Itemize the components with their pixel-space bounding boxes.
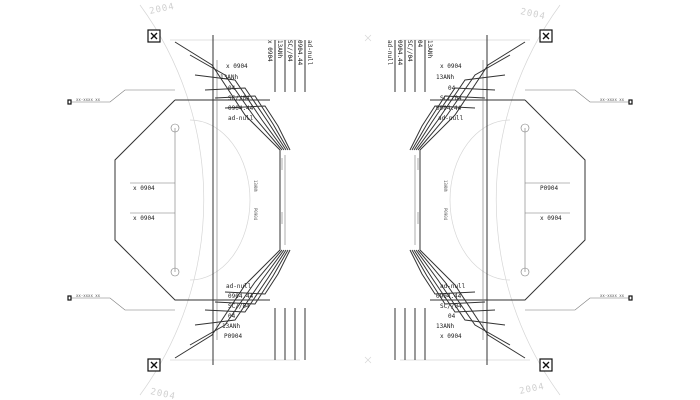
left-lower-code-4: 04 xyxy=(228,313,236,320)
right-upper-code-4: SC//04 xyxy=(440,95,462,102)
svg-text:xx-xxxx xx: xx-xxxx xx xyxy=(76,293,101,298)
left-upper-code-3: 04 xyxy=(228,85,236,92)
right-vert-code-1: ad-null xyxy=(386,40,393,66)
close-marker-tl[interactable] xyxy=(147,29,161,43)
right-upper-code-3: 04 xyxy=(448,85,456,92)
left-upper-code-2: 13ANh xyxy=(220,74,238,81)
left-panel: x 0904 x 0904 xx-xxxx xx xx-xxxx xx xyxy=(67,29,313,372)
left-vert-code-2: 13ANh xyxy=(276,40,283,58)
left-lower-code-1: ad-null xyxy=(226,283,252,290)
right-vert-code-4: 04 xyxy=(416,40,423,48)
right-lower-code-4: 04 xyxy=(448,313,456,320)
svg-text:13ANh: 13ANh xyxy=(443,180,448,193)
close-marker-bl[interactable] xyxy=(147,358,161,372)
close-x-icon xyxy=(542,361,550,369)
right-lower-code-1: ad-null xyxy=(440,283,466,290)
close-x-icon xyxy=(150,32,158,40)
left-upper-code-1: x 0904 xyxy=(226,63,248,70)
left-lower-code-3: SC//04 xyxy=(228,303,250,310)
right-lower-code-2: 0904.44 xyxy=(436,293,462,300)
right-vert-code-5: 13ANh xyxy=(426,40,433,58)
left-lower-code-5: 13ANh xyxy=(222,323,240,330)
close-marker-tr[interactable] xyxy=(539,29,553,43)
left-label-lower: x 0904 xyxy=(133,215,155,222)
right-lower-code-3: SC//04 xyxy=(440,303,462,310)
left-lower-code-2: 0904.44 xyxy=(228,293,254,300)
right-vert-code-2: 0904.44 xyxy=(396,40,403,66)
ring-text-tr: 2004 xyxy=(519,7,546,22)
left-octagon xyxy=(114,99,270,301)
center-ghost-marks xyxy=(364,34,372,364)
svg-text:P0904: P0904 xyxy=(443,208,448,221)
ring-text-bl: 2004 xyxy=(149,387,176,400)
close-x-icon xyxy=(542,32,550,40)
right-upper-code-2: 13ANh xyxy=(436,74,454,81)
left-vert-code-5: ad-null xyxy=(306,40,313,66)
right-label-upper: P0904 xyxy=(540,185,558,192)
right-lower-code-6: x 0904 xyxy=(440,333,462,340)
right-upper-code-5: 0904.44 xyxy=(436,105,462,112)
right-upper-code-1: x 0904 xyxy=(440,63,462,70)
close-x-icon xyxy=(150,361,158,369)
left-vert-code-4: 0904.44 xyxy=(296,40,303,66)
right-label-lower: x 0904 xyxy=(540,215,562,222)
svg-text:13ANh: 13ANh xyxy=(253,180,258,193)
left-label-upper: x 0904 xyxy=(133,185,155,192)
svg-text:xx-xxxx xx: xx-xxxx xx xyxy=(76,97,101,102)
left-upper-code-4: SC//04 xyxy=(228,95,250,102)
ring-text-tl: 2004 xyxy=(149,2,176,17)
left-vert-code-1: x 0904 xyxy=(266,40,273,62)
left-vert-code-3: SC//04 xyxy=(286,40,293,62)
ring-text-br: 2004 xyxy=(519,382,546,397)
left-upper-code-6: ad-null xyxy=(228,115,254,122)
right-panel: xx-xxxx xx xx-xxxx xx P0904 x 0904 x 090… xyxy=(386,29,633,372)
left-lower-fan xyxy=(174,249,306,360)
svg-text:xx-xxxx xx: xx-xxxx xx xyxy=(600,293,625,298)
svg-text:P0904: P0904 xyxy=(253,208,258,221)
left-lower-code-6: P0904 xyxy=(224,333,242,340)
right-vert-code-3: SC//04 xyxy=(406,40,413,62)
left-upper-fan xyxy=(174,40,306,250)
svg-text:xx-xxxx xx: xx-xxxx xx xyxy=(600,97,625,102)
right-lower-code-5: 13ANh xyxy=(436,323,454,330)
right-upper-code-6: ad-null xyxy=(438,115,464,122)
close-marker-br[interactable] xyxy=(539,358,553,372)
background-rings: 2004 2004 2004 2004 xyxy=(139,2,561,400)
left-upper-code-5: 0904.44 xyxy=(228,105,254,112)
